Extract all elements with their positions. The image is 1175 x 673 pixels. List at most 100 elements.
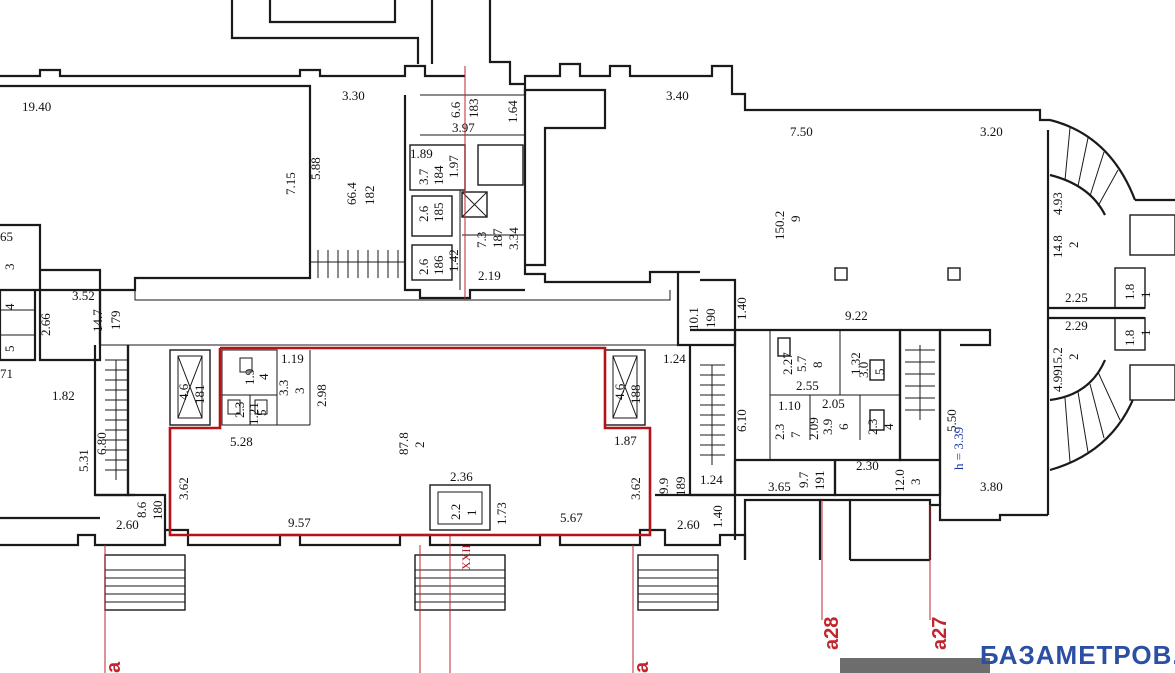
- highlighted-premises-outline: [168, 346, 652, 537]
- room-area: 14.8: [1050, 235, 1065, 258]
- room-area: 2.6: [416, 205, 431, 222]
- dimension: 1.64: [505, 100, 520, 123]
- dimension: 5.67: [560, 510, 583, 525]
- room-area: 3.3: [276, 380, 291, 396]
- dimension: 7.50: [790, 124, 813, 139]
- dimension: 9.22: [845, 308, 868, 323]
- room-number: 190: [703, 309, 718, 329]
- room-number: 2: [1066, 354, 1081, 361]
- dimension: 3.65: [768, 479, 791, 494]
- dimension: 1.24: [700, 472, 723, 487]
- dimension: 65: [0, 229, 13, 244]
- room-area: 7.3: [474, 232, 489, 248]
- dimension: 4.93: [1050, 192, 1065, 215]
- room-area: 66.4: [344, 182, 359, 205]
- room-number: 184: [431, 165, 446, 185]
- dimension: 5.31: [76, 449, 91, 472]
- dimension: 71: [0, 366, 13, 381]
- dimension: 9.57: [288, 515, 311, 530]
- room-number: 2: [412, 442, 427, 449]
- room-number: 3: [908, 479, 923, 486]
- room-number: 5: [254, 410, 269, 417]
- room-area: 2.3: [772, 424, 787, 440]
- room-area: 1.8: [1122, 330, 1137, 346]
- room-area: 87.8: [396, 432, 411, 455]
- dimension: 3.40: [666, 88, 689, 103]
- dimension: 2.98: [314, 384, 329, 407]
- dimension: 6.80: [94, 432, 109, 455]
- dimension: 2.55: [796, 378, 819, 393]
- room-area: 150.2: [772, 211, 787, 240]
- dimension: 3.20: [980, 124, 1003, 139]
- dimension: 1.82: [52, 388, 75, 403]
- dimension: 2.19: [478, 268, 501, 283]
- dimension: 3.30: [342, 88, 365, 103]
- room-area: 6.6: [448, 101, 463, 118]
- room-area: 3.0: [856, 362, 871, 378]
- room-number: 3: [292, 388, 307, 395]
- room-area: 2.6: [416, 258, 431, 275]
- dimension: 2.60: [677, 517, 700, 532]
- wc-block: [221, 349, 311, 426]
- section-marker: XXII: [459, 545, 473, 570]
- room-number: 191: [812, 471, 827, 491]
- axis-label-a-mid: a: [631, 661, 653, 673]
- room-number: 183: [466, 99, 481, 119]
- dimension: 2.30: [856, 458, 879, 473]
- room-area: 3.7: [416, 168, 431, 185]
- room-number: 1: [1138, 292, 1153, 299]
- dimension: 1.10: [778, 398, 801, 413]
- room-number: 180: [150, 501, 165, 521]
- dimension: 1.89: [410, 146, 433, 161]
- dimension: 1.73: [494, 502, 509, 525]
- room-area: 1.9: [242, 369, 257, 385]
- room-number: 4: [881, 423, 896, 430]
- dimension: 3.62: [628, 477, 643, 500]
- dimension: 3.62: [176, 477, 191, 500]
- dimension: 2.25: [1065, 290, 1088, 305]
- room-number: 4: [256, 373, 271, 380]
- room-area: 9.7: [796, 471, 811, 488]
- room-area: 5.7: [794, 355, 809, 372]
- room-number: 185: [431, 203, 446, 223]
- axis-label-a27: a27: [929, 617, 951, 650]
- dimension: 1.40: [734, 297, 749, 320]
- right-stair-2: [905, 345, 935, 420]
- room-area: 15.2: [1050, 347, 1065, 370]
- dimension: 1.24: [663, 351, 686, 366]
- dimension: 7.15: [283, 172, 298, 195]
- dimension: 2.66: [38, 313, 53, 336]
- room-number: 3: [2, 264, 17, 271]
- room-number: 1: [464, 510, 479, 517]
- dimension: 1.87: [614, 433, 637, 448]
- dimension: 1.40: [710, 505, 725, 528]
- dimension: 1.42: [446, 249, 461, 272]
- room-number: 9: [788, 216, 803, 223]
- room-number: 186: [431, 255, 446, 275]
- room-area: 12.0: [892, 469, 907, 492]
- height-note: h = 3.39: [951, 427, 966, 470]
- room-number: 8: [810, 362, 825, 369]
- room-area: 14.7: [90, 309, 105, 332]
- dimension: 1.32: [848, 352, 863, 375]
- room-number: 5: [2, 346, 17, 353]
- axis-label-a-left: a: [103, 661, 125, 673]
- small-stair: [310, 250, 405, 278]
- room-number: 5: [872, 369, 887, 376]
- room-number: 187: [490, 228, 505, 248]
- room-number: 7: [788, 431, 803, 438]
- watermark-bar: [840, 658, 990, 673]
- dimension-labels: 19.40 3.30 3.40 7.50 3.20 1.64 3.97 1.89…: [0, 88, 1088, 532]
- dimension: 2.36: [450, 469, 473, 484]
- dimension: 3.80: [980, 479, 1003, 494]
- dimension: 2.27: [780, 352, 795, 375]
- left-stair: [105, 359, 128, 480]
- room-area: 8.6: [134, 501, 149, 518]
- dimension: 3.52: [72, 288, 95, 303]
- exterior-walls: [0, 0, 1175, 562]
- room-number: 188: [628, 385, 643, 405]
- dimension: 1.97: [446, 155, 461, 178]
- room-number: 6: [836, 423, 851, 430]
- room-area: 9.9: [656, 478, 671, 494]
